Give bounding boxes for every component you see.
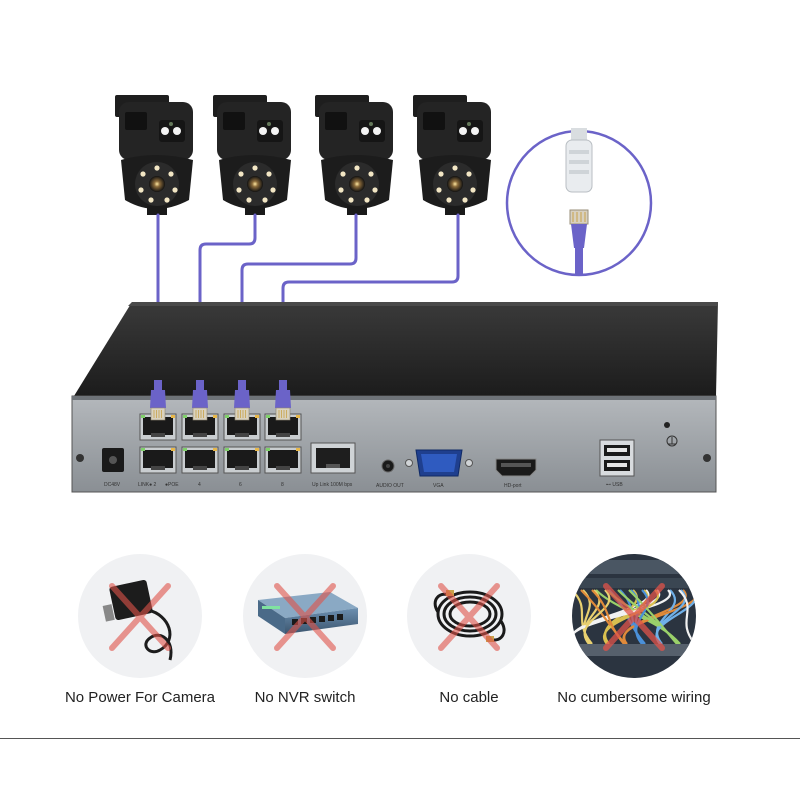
rj45-plug bbox=[150, 380, 166, 421]
vga-label: VGA bbox=[433, 483, 444, 489]
connector-zoom-inset bbox=[505, 128, 653, 277]
cross-icon bbox=[438, 583, 500, 651]
port-label-poe: ●POE bbox=[165, 482, 179, 488]
camera-group bbox=[115, 95, 491, 215]
cross-icon bbox=[274, 583, 336, 651]
caption-no-wiring: No cumbersome wiring bbox=[557, 689, 711, 706]
poe-port bbox=[223, 413, 261, 441]
nvr-device: DC48V LINK● 2 ●POE 4 6 8 Up Link 100M bp… bbox=[71, 302, 718, 493]
hdmi-port bbox=[495, 458, 537, 477]
cable-camera-3 bbox=[240, 213, 358, 387]
usb-label: ⊷ USB bbox=[606, 482, 623, 488]
rj45-plug bbox=[275, 380, 291, 421]
poe-port bbox=[139, 413, 177, 441]
poe-port bbox=[139, 446, 177, 474]
divider bbox=[0, 738, 800, 739]
feature-no-wiring bbox=[572, 554, 696, 678]
feature-no-cable bbox=[407, 554, 531, 678]
feature-no-switch bbox=[243, 554, 367, 678]
poe-port bbox=[264, 446, 302, 474]
vga-port bbox=[405, 449, 473, 477]
caption-no-cable: No cable bbox=[439, 689, 499, 706]
poe-port bbox=[181, 446, 219, 474]
ethernet-cables bbox=[156, 213, 460, 387]
port-plugs bbox=[150, 380, 291, 421]
rj45-plug bbox=[192, 380, 208, 421]
poe-port bbox=[223, 446, 261, 474]
port-label-4: 4 bbox=[198, 482, 201, 488]
caption-no-power: No Power For Camera bbox=[64, 689, 216, 706]
cross-icon bbox=[603, 583, 665, 651]
power-adapter-icon bbox=[102, 579, 173, 661]
camera-3 bbox=[315, 95, 393, 215]
rj45-plug bbox=[234, 380, 250, 421]
cable-camera-2 bbox=[198, 213, 257, 387]
feature-no-power bbox=[78, 554, 202, 678]
camera-1 bbox=[115, 95, 193, 215]
power-label: DC48V bbox=[104, 482, 121, 488]
camera-2 bbox=[213, 95, 291, 215]
nvr-top bbox=[74, 302, 718, 396]
caption-no-switch: No NVR switch bbox=[254, 689, 356, 706]
audio-label: AUDIO OUT bbox=[376, 483, 404, 489]
usb-ports bbox=[599, 439, 635, 477]
cross-icon bbox=[109, 583, 171, 651]
port-label-link: LINK● 2 bbox=[138, 482, 157, 488]
port-label-6: 6 bbox=[239, 482, 242, 488]
uplink-label: Up Link 100M bps bbox=[312, 482, 353, 488]
poe-port-grid bbox=[139, 413, 302, 474]
port-label-8: 8 bbox=[281, 482, 284, 488]
cable-camera-4 bbox=[281, 213, 460, 387]
camera-4 bbox=[413, 95, 491, 215]
hdmi-label: HD-port bbox=[504, 483, 522, 489]
